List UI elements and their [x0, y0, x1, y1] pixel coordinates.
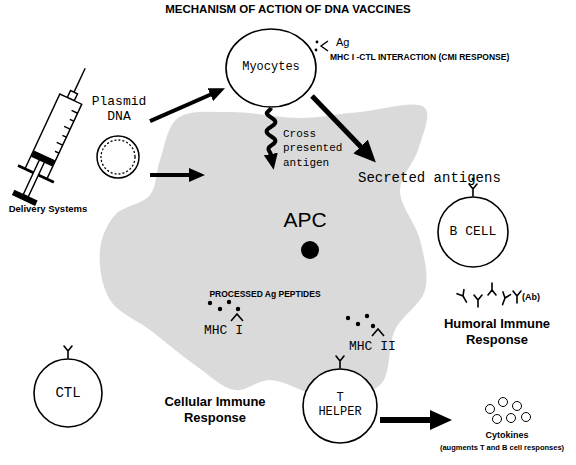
syringe-needle [74, 68, 85, 92]
antibody-symbol [488, 283, 496, 295]
cytokine-note: (augments T and B cell responses) [428, 443, 576, 452]
ellipse-outline [226, 29, 316, 107]
mhc-label: MHC I [204, 323, 243, 339]
node-label: PROCESSED Ag PEPTIDES [200, 290, 330, 300]
tcr-receptor [336, 356, 344, 368]
antigen-mhc-symbol [321, 41, 328, 51]
node-label: T HELPER [302, 368, 378, 444]
syringe-thumb-rest [13, 191, 37, 205]
apc-outline [100, 105, 428, 396]
plasmid-ring [101, 140, 135, 174]
response-label: Humoral Immune Response [437, 316, 557, 347]
cytokine-arrow [380, 417, 432, 423]
peptide-dot [208, 301, 212, 305]
b-cell-circle: B CELL [437, 196, 509, 268]
peptide-dot [346, 316, 350, 320]
syringe-flange [18, 166, 54, 183]
peptide-dot [371, 324, 375, 328]
connector-arrow [267, 108, 276, 155]
edge-label: Cross presented antigen [283, 127, 355, 170]
mhc-symbol [231, 314, 243, 321]
t-helper-circle: T HELPER [302, 368, 378, 444]
syringe-barrel [25, 94, 82, 179]
antigen-dot [315, 49, 318, 52]
apc-cell: APCPROCESSED Ag PEPTIDES [205, 170, 427, 398]
cytokine-label: Cytokines [462, 430, 552, 441]
peptide-dot [236, 307, 240, 311]
cytokine-cluster [486, 398, 531, 424]
connector-arrow [150, 173, 190, 177]
cell-outline [303, 369, 377, 443]
antigen-label: Ag [336, 36, 349, 49]
plasmid-node: Plasmid DNA [78, 95, 150, 185]
peptide-dot [227, 300, 231, 304]
node-label: Myocytes [225, 28, 317, 108]
ctl-circle: CTL [33, 358, 103, 428]
antibody-symbol [513, 291, 521, 303]
diagram-title: MECHANISM OF ACTION OF DNA VACCINES [0, 3, 576, 17]
response-label: Cellular Immune Response [150, 394, 280, 425]
antibody-symbol [474, 295, 482, 307]
syringe-plunger [23, 160, 44, 197]
cytokine-circle [522, 413, 531, 422]
antigen-symbol [315, 41, 328, 52]
mhc-symbol [372, 329, 384, 336]
antibody-symbol [457, 290, 470, 304]
node-label: CTL [33, 358, 103, 428]
cytokine-circle [486, 405, 495, 414]
plasmid-ring [97, 136, 139, 178]
cytokine-circle [513, 402, 522, 411]
cytokine-circle [493, 415, 502, 424]
secreted-antigens-label: Secreted antigens [358, 170, 501, 187]
node-label: APC [270, 208, 340, 232]
syringe-stopper [32, 151, 54, 165]
connector-arrow [150, 94, 211, 121]
syringe-scale [53, 110, 78, 153]
cell-outline [438, 197, 508, 267]
tcr-receptor [64, 346, 72, 358]
syringe-illustration [6, 60, 103, 208]
syringe-hub [67, 91, 77, 101]
node-outline [205, 170, 427, 398]
peptide-dot [356, 322, 360, 326]
antigen-dot [316, 41, 319, 44]
cytokine-circle [499, 398, 508, 407]
cytokine-circle [507, 414, 516, 423]
myocyte-ellipse: Myocytes [225, 28, 317, 108]
peptide-dot [218, 307, 222, 311]
antibody-symbol [499, 292, 511, 306]
mhc-label: MHC II [349, 339, 396, 355]
antibody-label: (Ab) [522, 292, 540, 303]
cell-outline [34, 359, 102, 427]
apc-nucleus [301, 241, 319, 259]
peptide-dot [365, 314, 369, 318]
secretion-arrow [312, 96, 362, 148]
delivery-label: Delivery Systems [2, 203, 94, 214]
node-label: B CELL [437, 196, 509, 268]
node-label: Plasmid DNA [88, 95, 150, 125]
annotation-label: MHC I -CTL INTERACTION (CMI RESPONSE) [330, 52, 509, 62]
